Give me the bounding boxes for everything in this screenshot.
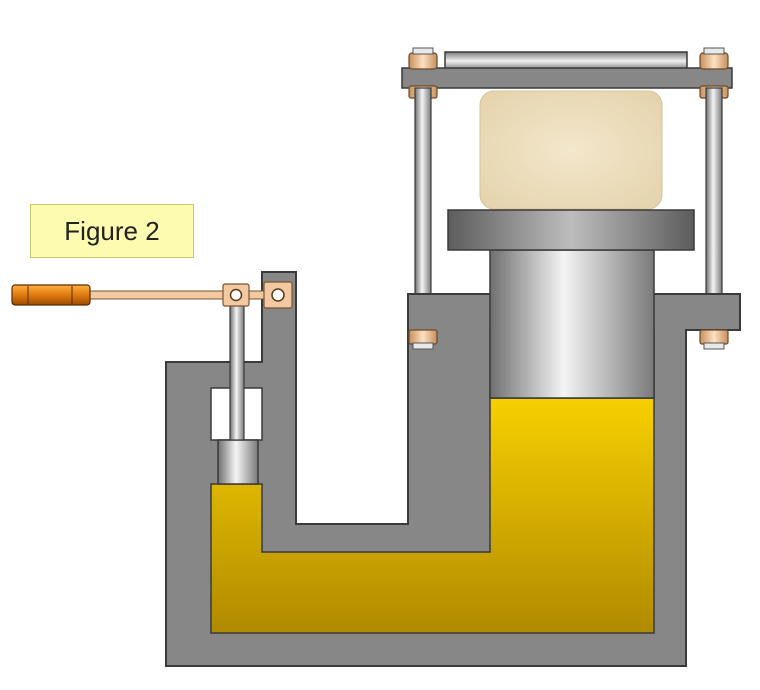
figure-label: Figure 2 — [30, 204, 194, 258]
small-piston — [217, 296, 259, 485]
bottom-bolt-nuts — [408, 329, 729, 350]
lever-pivots — [222, 281, 293, 309]
load-block-icon — [479, 90, 663, 210]
large-piston — [447, 209, 695, 399]
top-crosshead — [401, 51, 733, 89]
pump-handle-icon — [11, 284, 269, 306]
tie-rods — [414, 87, 723, 297]
